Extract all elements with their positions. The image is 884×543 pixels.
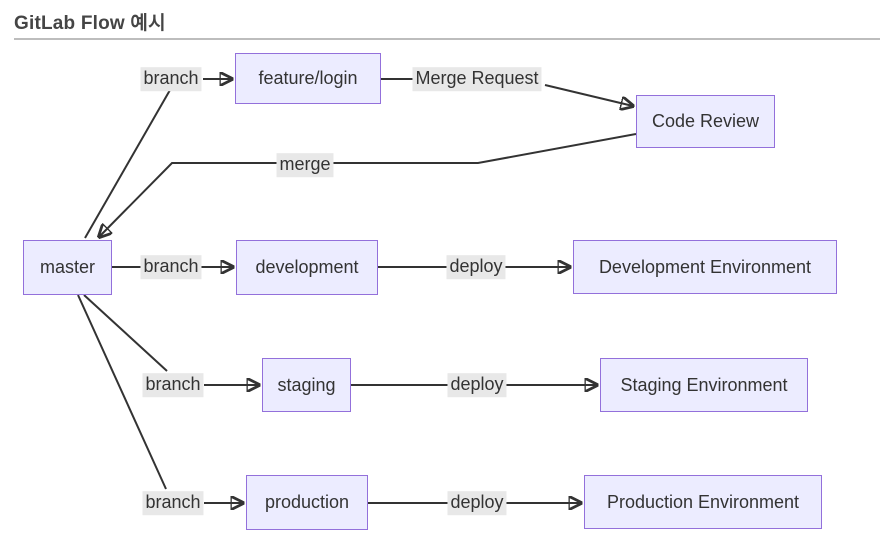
node-staging-environment: Staging Environment: [600, 358, 808, 412]
edge-label-merge-request: Merge Request: [412, 67, 542, 91]
page-title: GitLab Flow 예시: [14, 13, 166, 34]
node-production-label: production: [264, 492, 350, 512]
edge-merge-request-to-code-review: [544, 84, 633, 106]
title-divider: [14, 38, 880, 40]
node-master-label: master: [39, 257, 95, 277]
edge-code-review-merge-to-master: [99, 133, 637, 237]
node-development: development: [236, 240, 378, 295]
node-staging-label: staging: [277, 374, 336, 395]
node-development-environment: Development Environment: [573, 240, 837, 294]
node-master: master: [23, 240, 112, 295]
edge-master-to-branch-feature: [84, 89, 171, 239]
node-staging: staging: [262, 358, 351, 412]
node-feature-login: feature/login: [235, 53, 381, 104]
edge-label-deploy-production: deploy: [447, 491, 507, 515]
edge-label-branch-staging: branch: [142, 373, 204, 397]
edge-label-deploy-development: deploy: [446, 255, 506, 279]
edge-label-branch-development: branch: [140, 255, 202, 279]
node-feature-login-label: feature/login: [258, 68, 358, 88]
node-staging-environment-label: Staging Environment: [620, 374, 788, 395]
node-development-label: development: [255, 257, 359, 277]
node-production: production: [246, 475, 368, 530]
node-code-review-label: Code Review: [651, 111, 760, 131]
edge-label-branch-production: branch: [142, 491, 204, 515]
edge-master-to-branch-staging: [83, 294, 168, 372]
node-production-environment-label: Production Environment: [606, 491, 800, 512]
edge-label-deploy-staging: deploy: [447, 373, 507, 397]
edge-label-merge: merge: [276, 153, 334, 177]
node-development-environment-label: Development Environment: [598, 256, 812, 277]
edge-master-to-branch-production: [77, 294, 167, 490]
edge-label-branch-feature: branch: [140, 67, 202, 91]
node-code-review: Code Review: [636, 95, 775, 148]
node-production-environment: Production Environment: [584, 475, 822, 529]
